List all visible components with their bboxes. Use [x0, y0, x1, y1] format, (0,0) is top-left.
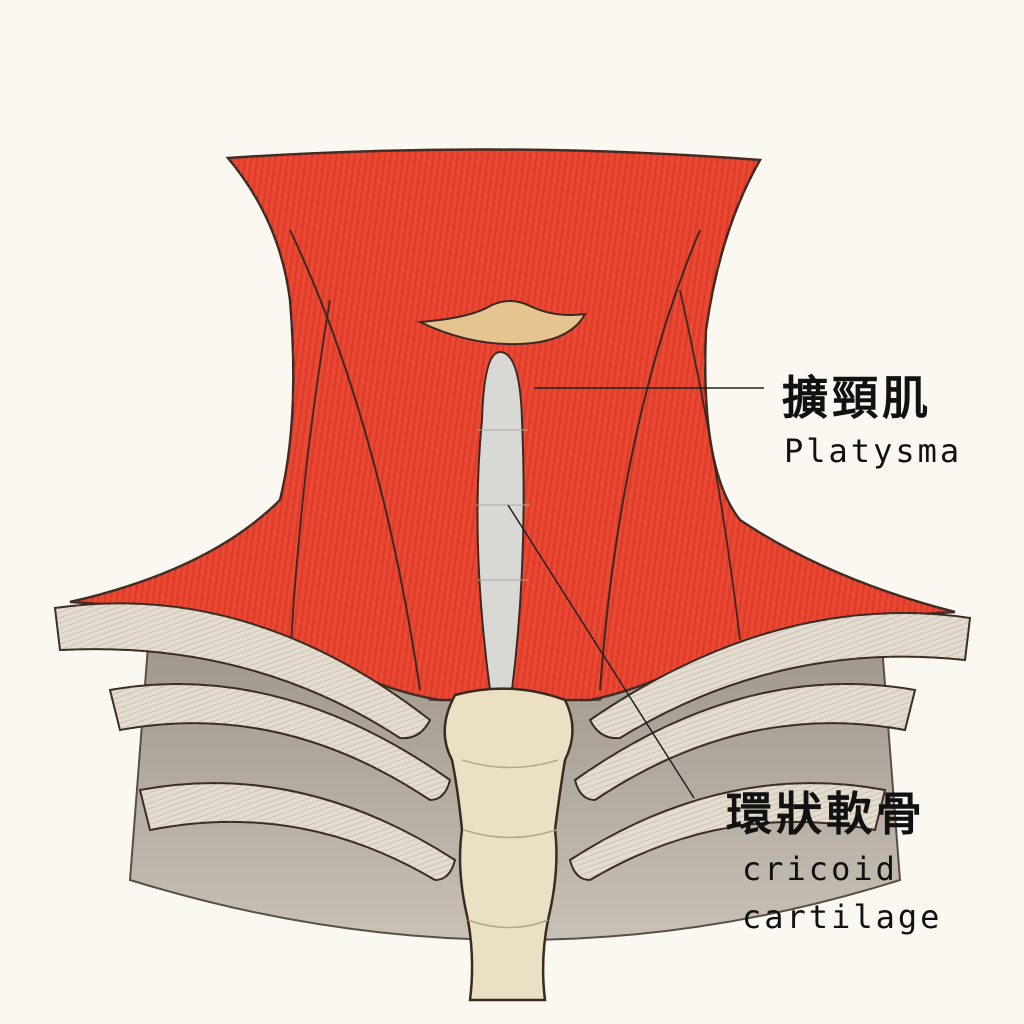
- cricoid-label-english-line1: cricoid: [742, 850, 898, 888]
- cricoid-label-japanese: 環狀軟骨: [726, 787, 926, 841]
- platysma-label-english: Platysma: [784, 432, 963, 470]
- cricoid-cartilage-column: [443, 687, 574, 1002]
- cricoid-leader-line: [507, 504, 695, 799]
- cricoid-label-english-line2: cartilage: [742, 898, 943, 936]
- platysma-label-japanese: 擴頸肌: [782, 371, 932, 425]
- hyoid-bone: [416, 300, 587, 346]
- trachea-gap: [476, 350, 525, 691]
